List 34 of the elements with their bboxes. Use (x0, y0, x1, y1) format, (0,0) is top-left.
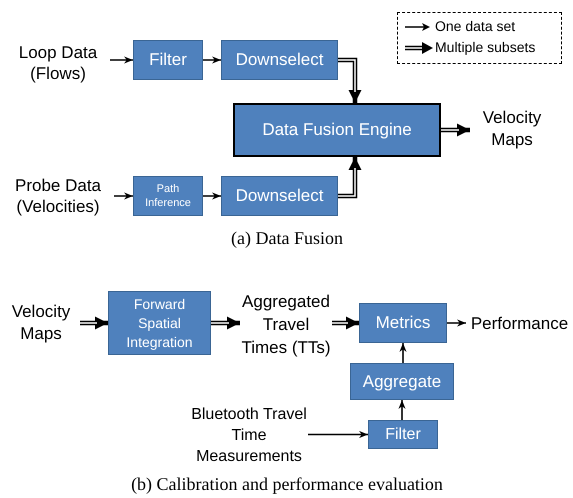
data-label: Aggregated Travel Times (TTs) (240, 288, 332, 360)
engine-box: Data Fusion Engine (233, 103, 441, 157)
double-arrow (441, 124, 470, 136)
process-box: Downselect (221, 176, 338, 216)
double-arrow (332, 316, 359, 330)
double-arrow (80, 316, 108, 330)
process-box: Downselect (221, 40, 338, 80)
data-label: Velocity Maps (2, 300, 80, 346)
arrow (398, 400, 406, 420)
arrow (308, 430, 368, 438)
legend-text: One data set (435, 18, 516, 34)
double-arrow (338, 157, 362, 198)
data-label: Velocity Maps (470, 104, 554, 154)
process-box: Filter (133, 40, 203, 80)
data-label: Bluetooth Travel Time Measurements (190, 402, 308, 468)
process-box: Path Inference (133, 176, 203, 216)
arrow (110, 56, 133, 64)
arrow (399, 343, 407, 363)
data-label: Loop Data (Flows) (6, 42, 110, 84)
double-arrow (211, 316, 240, 330)
data-label: Probe Data (Velocities) (2, 174, 114, 218)
double-arrow (338, 58, 362, 103)
process-box: Metrics (359, 303, 447, 343)
figure-caption: (b) Calibration and performance evaluation (131, 474, 443, 495)
figure-caption: (a) Data Fusion (231, 228, 343, 249)
process-box: Aggregate (350, 363, 454, 400)
arrow (447, 319, 466, 327)
data-label: Performance (466, 312, 573, 336)
process-box: Filter (368, 420, 438, 449)
arrow (114, 192, 133, 200)
arrow (203, 56, 221, 64)
process-box: Forward Spatial Integration (108, 291, 211, 355)
arrow (203, 192, 221, 200)
legend-text: Multiple subsets (435, 39, 536, 55)
